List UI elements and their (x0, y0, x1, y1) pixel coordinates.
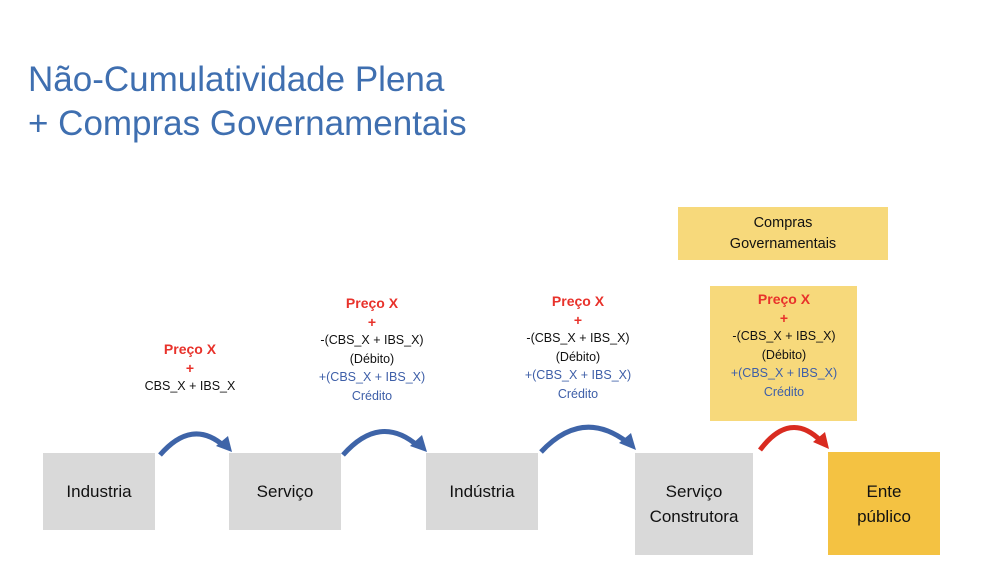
compras-line-2: Governamentais (729, 235, 837, 252)
node-label: público (857, 506, 911, 526)
node-label: Serviço (256, 482, 314, 501)
node-ente-publico: Ente público (828, 452, 940, 555)
debit-formula: -(CBS_X + IBS_X) (320, 333, 424, 347)
arrowhead-2 (410, 435, 427, 452)
price-label: Preço X (551, 293, 605, 309)
node-industria: Industria (43, 453, 155, 530)
curved-arrow-3 (539, 424, 629, 454)
arrowhead-3 (619, 433, 636, 450)
node-label: Indústria (449, 482, 515, 501)
node-label: Construtora (649, 507, 739, 526)
arrowhead-4 (813, 432, 829, 449)
curved-arrow-2 (341, 429, 420, 457)
debit-formula: -(CBS_X + IBS_X) (526, 331, 630, 345)
credit-formula: +(CBS_X + IBS_X) (524, 368, 632, 382)
step-3-text: Preço X + -(CBS_X + IBS_X) (Débito) +(CB… (525, 292, 631, 403)
node-servico: Serviço (229, 453, 341, 530)
node-label: Ente (866, 481, 902, 501)
slide-title: Não-Cumulatividade Plena + Compras Gover… (28, 58, 467, 146)
compras-line-1: Compras (753, 214, 813, 231)
tax-label: CBS_X + IBS_X (144, 379, 236, 393)
credit-formula: +(CBS_X + IBS_X) (318, 370, 426, 384)
plus-sign: + (367, 313, 377, 330)
debit-label: (Débito) (761, 347, 807, 362)
compras-governamentais-box: Compras Governamentais (678, 207, 888, 260)
debit-label: (Débito) (349, 351, 395, 366)
price-label: Preço X (345, 295, 399, 311)
credit-formula: +(CBS_X + IBS_X) (730, 366, 838, 380)
debit-label: (Débito) (555, 349, 601, 364)
curved-arrow-4 (758, 425, 823, 452)
price-label: Preço X (163, 341, 217, 357)
node-label: Industria (66, 482, 132, 501)
step-1-text: Preço X + CBS_X + IBS_X (145, 340, 236, 396)
arrowhead-1 (216, 436, 232, 452)
plus-sign: + (573, 311, 583, 328)
plus-sign: + (779, 309, 789, 326)
credit-label: Crédito (763, 384, 805, 399)
curved-arrow-1 (158, 431, 226, 457)
credit-label: Crédito (351, 388, 393, 403)
government-step-highlight (710, 286, 857, 421)
node-label: Serviço (665, 482, 723, 501)
node-industria-2: Indústria (426, 453, 538, 530)
plus-sign: + (185, 359, 195, 376)
debit-formula: -(CBS_X + IBS_X) (732, 329, 836, 343)
price-label: Preço X (757, 291, 811, 307)
step-4-text: Preço X + -(CBS_X + IBS_X) (Débito) +(CB… (731, 290, 837, 401)
credit-label: Crédito (557, 386, 599, 401)
title-line-2: + Compras Governamentais (28, 104, 467, 143)
step-2-text: Preço X + -(CBS_X + IBS_X) (Débito) +(CB… (319, 294, 425, 405)
title-line-1: Não-Cumulatividade Plena (28, 60, 445, 99)
